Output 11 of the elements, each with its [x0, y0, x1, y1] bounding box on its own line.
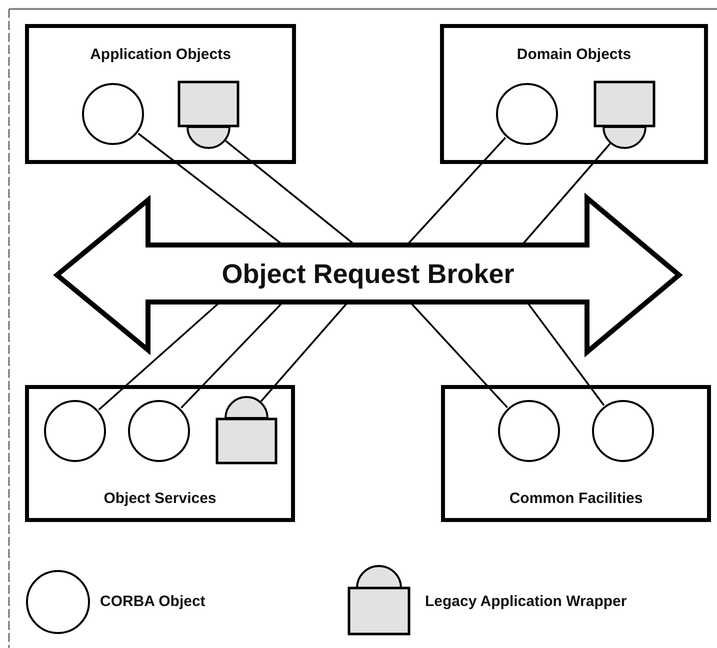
- group-title: Common Facilities: [509, 490, 643, 507]
- group-title: Object Services: [104, 490, 216, 507]
- group-title: Domain Objects: [516, 46, 632, 63]
- band-label: Object Request Broker: [222, 259, 514, 290]
- group-box: [25, 24, 296, 164]
- group-title: Application Objects: [90, 46, 231, 63]
- group-box: [25, 385, 295, 522]
- legend-label: CORBA Object: [100, 593, 206, 610]
- group-box: [441, 385, 711, 522]
- group-box: [440, 24, 708, 164]
- legend-label: Legacy Application Wrapper: [425, 593, 627, 610]
